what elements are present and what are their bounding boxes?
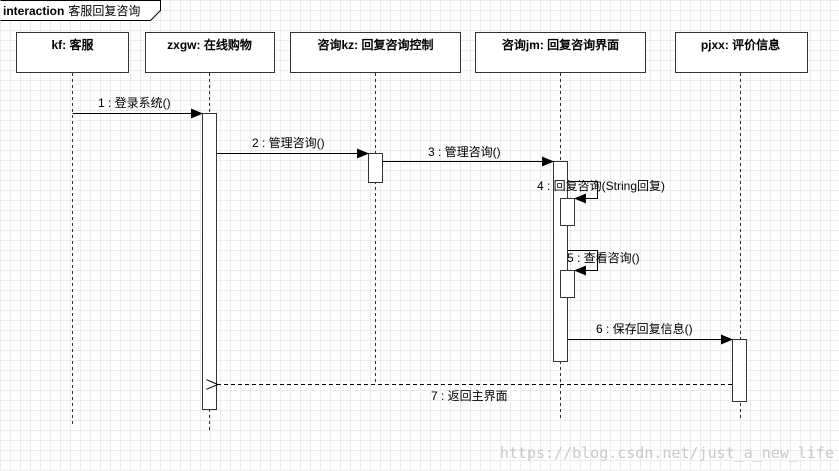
lifeline-box-zxjm[interactable]: 咨询jm: 回复咨询界面 [475,32,646,73]
message-3[interactable]: 3 : 管理咨询() [383,144,554,167]
frame-name: 客服回复咨询 [68,3,140,18]
message-3-label: 3 : 管理咨询() [428,144,501,159]
message-1-label: 1 : 登录系统() [98,95,171,110]
lifelines [72,73,741,430]
activation-pjxx[interactable] [732,339,747,402]
message-6[interactable]: 6 : 保存回复信息() [568,321,733,345]
lifeline-label-zxjm: 咨询jm: 回复咨询界面 [502,37,619,52]
interaction-frame: interaction 客服回复咨询 [0,0,161,21]
message-5-self[interactable]: 5 : 查看咨询() [567,250,640,276]
frame-title: interaction 客服回复咨询 [3,3,140,18]
message-4-label: 4 : 回复咨询(String回复) [537,178,665,193]
lifeline-label-pjxx: pjxx: 评价信息 [701,37,780,52]
message-7-return[interactable]: 7 : 返回主界面 [217,385,732,404]
message-6-label: 6 : 保存回复信息() [596,321,693,336]
message-2-label: 2 : 管理咨询() [252,135,325,150]
lifeline-box-zxkz[interactable]: 咨询kz: 回复咨询控制 [290,32,461,73]
lifeline-label-kf: kf: 客服 [51,37,94,52]
lifeline-box-kf[interactable]: kf: 客服 [16,32,129,73]
lifeline-box-pjxx[interactable]: pjxx: 评价信息 [675,32,808,73]
message-7-label: 7 : 返回主界面 [431,389,508,403]
activation-zxjm-self-2[interactable] [560,270,575,298]
message-4-self[interactable]: 4 : 回复咨询(String回复) [537,178,665,204]
activation-zxgw[interactable] [202,113,217,410]
lifeline-label-zxkz: 咨询kz: 回复咨询控制 [317,37,433,52]
activation-zxjm-self-1[interactable] [560,198,575,226]
frame-keyword: interaction [3,4,64,18]
lifeline-boxes: kf: 客服 zxgw: 在线购物 咨询kz: 回复咨询控制 咨询jm: 回复咨… [16,32,808,73]
activation-zxkz[interactable] [368,153,383,183]
lifeline-label-zxgw: zxgw: 在线购物 [167,37,252,52]
lifeline-box-zxgw[interactable]: zxgw: 在线购物 [145,32,275,73]
watermark: https://blog.csdn.net/just_a_new_life [500,444,834,462]
activations [202,113,747,410]
message-5-label: 5 : 查看咨询() [567,250,640,265]
message-1[interactable]: 1 : 登录系统() [72,95,203,119]
message-2[interactable]: 2 : 管理咨询() [217,135,369,159]
messages: 1 : 登录系统() 2 : 管理咨询() 3 : 管理咨询() 4 : 回复咨… [72,95,733,404]
